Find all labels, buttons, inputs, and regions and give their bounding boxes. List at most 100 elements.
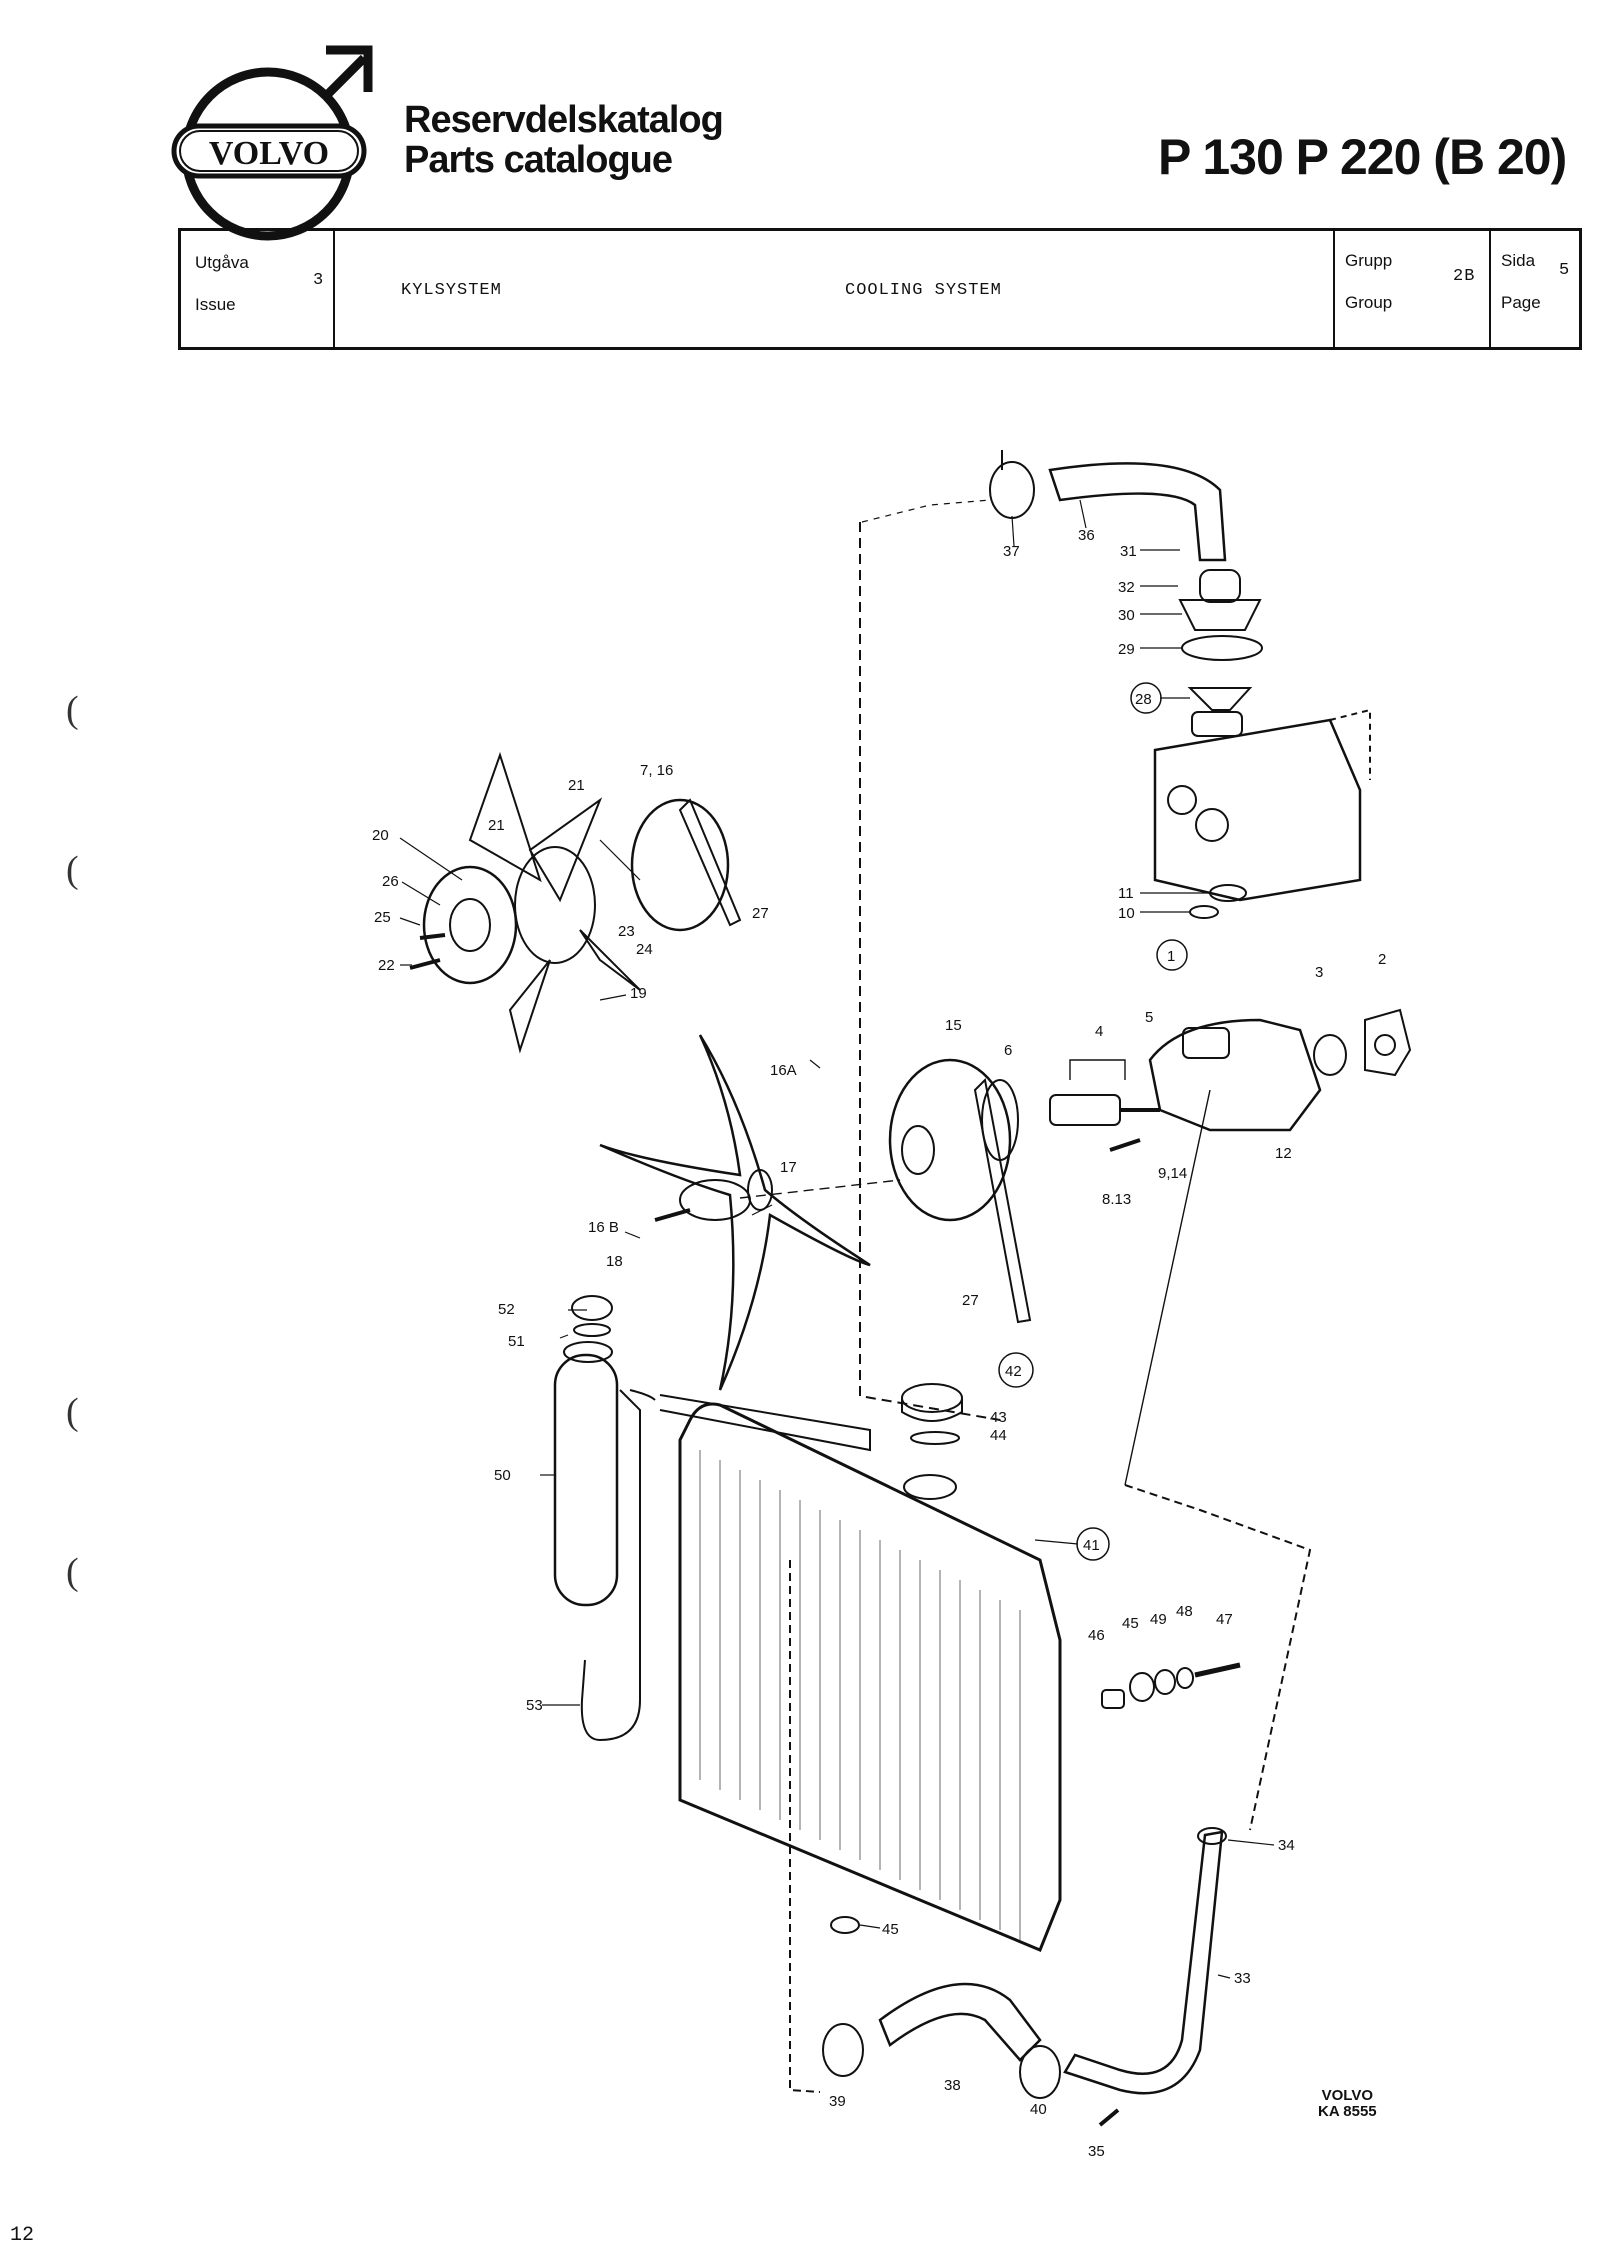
callout-12: 12 [1275, 1145, 1292, 1162]
callout-24: 24 [636, 941, 653, 958]
callout-21b: 21 [488, 817, 505, 834]
fan-blades-upper [468, 751, 641, 1054]
callout-8-13: 8.13 [1102, 1191, 1131, 1208]
upper-hose [1048, 462, 1227, 562]
gasket [1181, 635, 1263, 661]
issue-label-en: Issue [195, 295, 236, 314]
group-label-sv: Grupp [1345, 251, 1393, 270]
callout-7-16: 7, 16 [640, 762, 673, 779]
callout-28-circle [1130, 682, 1162, 714]
hose-clamp [989, 461, 1035, 519]
callout-30: 30 [1118, 607, 1135, 624]
page-cell: Sida Page 5 [1489, 231, 1579, 347]
group-value: 2B [1453, 267, 1476, 286]
callout-39: 39 [829, 2093, 846, 2110]
binding-mark: ( [66, 1391, 79, 1433]
page-label-en: Page [1501, 293, 1541, 312]
seal-ring [1209, 884, 1247, 902]
rubber-bushing [1101, 1689, 1125, 1709]
callout-35: 35 [1088, 2143, 1105, 2160]
callout-33: 33 [1234, 1970, 1251, 1987]
callout-32: 32 [1118, 579, 1135, 596]
callout-41: 41 [1083, 1537, 1100, 1554]
binding-mark: ( [66, 689, 79, 731]
callout-4: 4 [1095, 1023, 1103, 1040]
callout-52: 52 [498, 1301, 515, 1318]
callout-1-circle [1156, 939, 1188, 971]
title-english: Parts catalogue [404, 139, 673, 181]
pump-pulley [888, 1058, 1012, 1222]
dashed-routing-line [859, 522, 1001, 1421]
pulley-upper [630, 798, 730, 932]
system-name-sv: KYLSYSTEM [401, 281, 502, 300]
callout-27b: 27 [962, 1292, 979, 1309]
page-label-sv: Sida [1501, 251, 1536, 270]
callout-1: 1 [1167, 948, 1175, 965]
callout-3: 3 [1315, 964, 1323, 981]
hose-clamp-lower [1019, 2045, 1061, 2099]
fan-blade-assembly [599, 1034, 871, 1391]
callout-51: 51 [508, 1333, 525, 1350]
group-label-en: Group [1345, 293, 1393, 312]
callout-9-14: 9,14 [1158, 1165, 1187, 1182]
radiator [678, 1402, 1062, 1952]
callout-44: 44 [990, 1427, 1007, 1444]
callout-25: 25 [374, 909, 391, 926]
callout-18: 18 [606, 1253, 623, 1270]
callout-48: 48 [1176, 1603, 1193, 1620]
callout-16B: 16 B [588, 1219, 619, 1236]
callout-46: 46 [1088, 1627, 1105, 1644]
binding-mark: ( [66, 849, 79, 891]
catalogue-title: Reservdelskatalog Parts catalogue [404, 100, 724, 181]
callout-36: 36 [1078, 527, 1095, 544]
callout-11: 11 [1118, 885, 1134, 902]
system-name-en: COOLING SYSTEM [845, 281, 1002, 300]
dashed-routing-line [1124, 1484, 1312, 1831]
title-cell: KYLSYSTEM COOLING SYSTEM [333, 231, 1335, 347]
callout-50: 50 [494, 1467, 511, 1484]
pump-impeller [1364, 1008, 1412, 1077]
drive-belt-upper [678, 798, 742, 927]
callout-43: 43 [990, 1409, 1007, 1426]
o-ring [1189, 905, 1219, 919]
overflow-hose [580, 1389, 641, 1742]
dashed-routing-line [861, 499, 991, 523]
page-number: 12 [10, 2224, 35, 2247]
pump-shaft [1049, 1094, 1121, 1126]
callout-40: 40 [1030, 2101, 1047, 2118]
volvo-logo: VOLVO [171, 45, 373, 241]
callout-16A: 16A [770, 1062, 797, 1079]
callout-45b: 45 [882, 1921, 899, 1938]
pipe-seal [1197, 1827, 1227, 1845]
model-designation: P 130 P 220 (B 20) [1158, 129, 1567, 185]
callout-6: 6 [1004, 1042, 1012, 1059]
callout-42-circle [998, 1352, 1034, 1388]
thermostat-housing [1178, 599, 1262, 631]
fan-clutch [422, 865, 518, 985]
issue-cell: Utgåva Issue 3 [181, 231, 335, 347]
callout-53: 53 [526, 1697, 543, 1714]
expansion-tank [553, 1353, 619, 1607]
callout-27a: 27 [752, 905, 769, 922]
drawing-stamp: VOLVO KA 8555 [1318, 2088, 1377, 2120]
header-table: Utgåva Issue 3 KYLSYSTEM COOLING SYSTEM … [178, 228, 1582, 350]
callout-42: 42 [1005, 1363, 1022, 1380]
callout-41-circle [1076, 1527, 1110, 1561]
fan-hub [679, 1179, 751, 1221]
cylinder-head [1153, 718, 1362, 902]
radiator-filler-neck [903, 1474, 957, 1500]
stamp-code: KA 8555 [1318, 2103, 1377, 2120]
issue-value: 3 [313, 271, 325, 290]
tank-cap [571, 1295, 613, 1321]
callout-17: 17 [780, 1159, 797, 1176]
dashed-routing-line [789, 1560, 821, 2093]
callout-37: 37 [1003, 543, 1020, 560]
group-cell: Grupp Group 2B [1333, 231, 1491, 347]
lower-hose [878, 1982, 1042, 2062]
water-pump-housing [1148, 1018, 1322, 1132]
callout-15: 15 [945, 1017, 962, 1034]
issue-label-sv: Utgåva [195, 253, 249, 272]
callout-20: 20 [372, 827, 389, 844]
tank-hose [659, 1394, 871, 1452]
callout-5: 5 [1145, 1009, 1153, 1026]
